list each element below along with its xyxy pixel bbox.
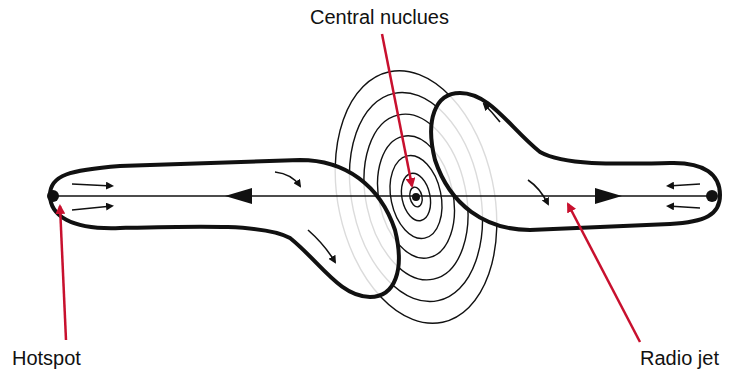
- callout-label: Radio jet: [640, 347, 719, 369]
- callout-label: Hotspot: [12, 347, 81, 369]
- nucleus-dot: [412, 193, 420, 201]
- right-lobe: [431, 93, 720, 230]
- callout-label: Central nuclues: [310, 6, 449, 28]
- jet-arrowhead: [225, 188, 252, 204]
- left-lobe: [50, 160, 399, 297]
- hotspot-dot: [706, 190, 718, 202]
- flow-arrows: [72, 104, 700, 262]
- leader-arrows: [60, 34, 640, 342]
- hotspot-dot: [47, 190, 59, 202]
- jet-arrowhead: [595, 188, 622, 204]
